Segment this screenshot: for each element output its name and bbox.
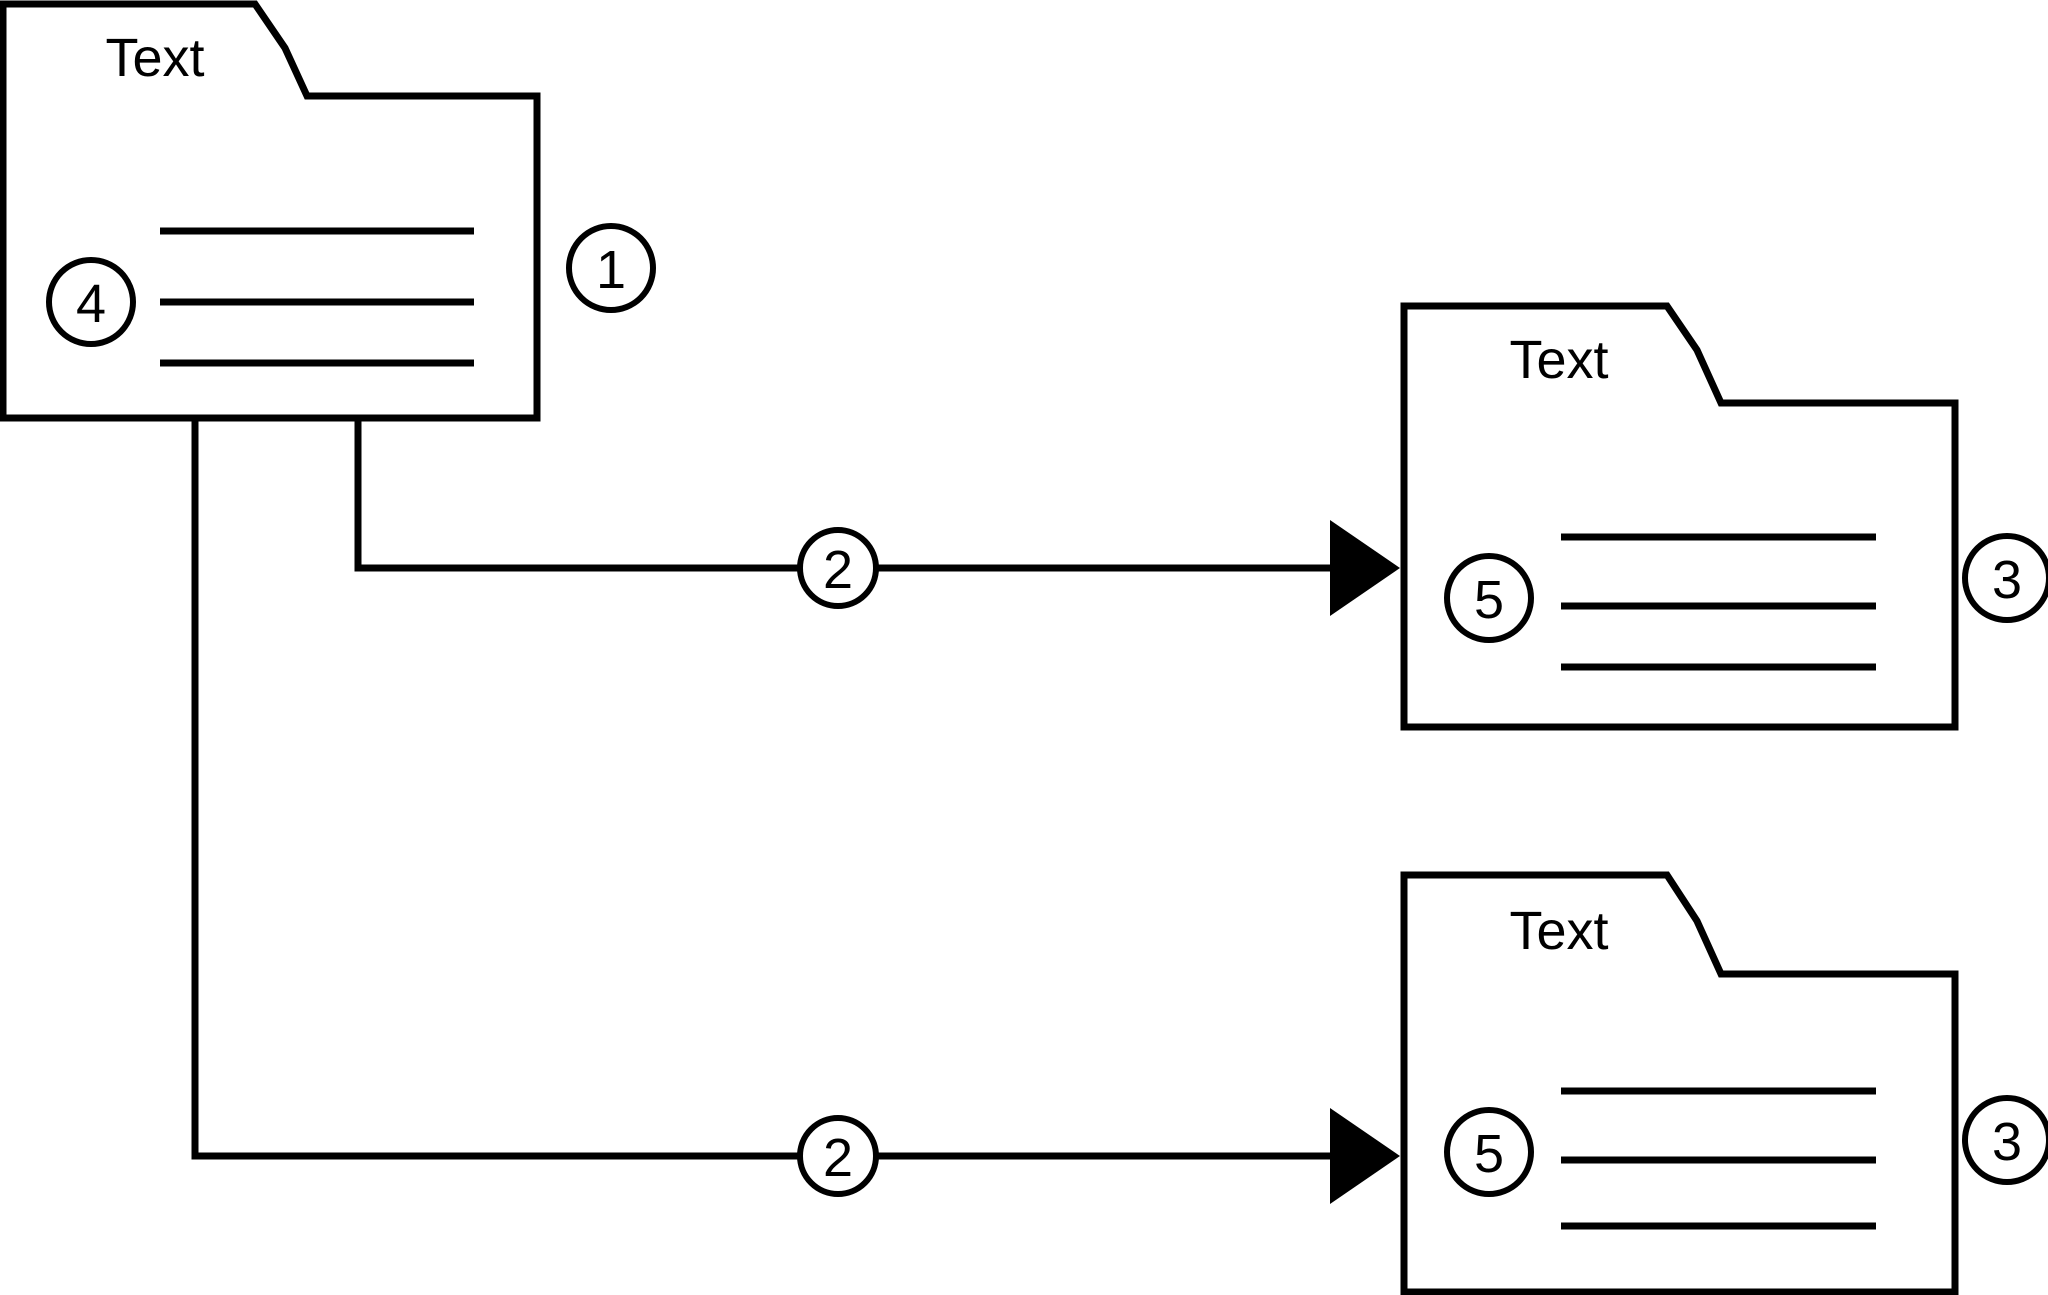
arrowhead-bottom (1330, 1108, 1400, 1204)
marker-three-bottom-label: 3 (1992, 1112, 2022, 1172)
source-folder-label: Text (105, 28, 204, 88)
marker-five-top-circle (1444, 553, 1534, 643)
source-folder-shape (0, 0, 541, 422)
marker-five-bottom-circle (1444, 1107, 1534, 1197)
marker-four-label: 4 (76, 274, 106, 334)
marker-three-top-label: 3 (1992, 550, 2022, 610)
target-folder-top-label: Text (1509, 330, 1608, 390)
marker-two-bottom-circle (797, 1115, 879, 1197)
marker-four[interactable]: 4 (46, 257, 136, 347)
marker-three-top-circle (1962, 533, 2048, 623)
marker-three-top[interactable]: 3 (1962, 533, 2048, 623)
target-folder-bottom-label: Text (1509, 901, 1608, 961)
marker-five-bottom[interactable]: 5 (1444, 1107, 1534, 1197)
connector-top-branch[interactable] (354, 418, 1365, 572)
marker-five-top-label: 5 (1474, 570, 1504, 630)
marker-one[interactable]: 1 (566, 223, 656, 313)
marker-two-bottom-label: 2 (823, 1128, 853, 1188)
connector-bottom-branch[interactable] (191, 418, 1365, 1160)
marker-one-label: 1 (596, 240, 626, 300)
marker-one-circle (566, 223, 656, 313)
marker-two-top[interactable]: 2 (797, 527, 879, 609)
marker-two-bottom[interactable]: 2 (797, 1115, 879, 1197)
source-folder[interactable]: Text (0, 0, 541, 422)
marker-two-top-label: 2 (823, 540, 853, 600)
marker-five-bottom-label: 5 (1474, 1124, 1504, 1184)
target-folder-bottom[interactable]: Text (1400, 871, 1959, 1295)
marker-three-bottom[interactable]: 3 (1962, 1095, 2048, 1185)
target-folder-top[interactable]: Text (1400, 302, 1959, 731)
target-folder-bottom-shape (1400, 871, 1959, 1295)
marker-three-bottom-circle (1962, 1095, 2048, 1185)
marker-four-circle (46, 257, 136, 347)
target-folder-top-shape (1400, 302, 1959, 731)
marker-two-top-circle (797, 527, 879, 609)
arrowhead-top (1330, 520, 1400, 616)
marker-five-top[interactable]: 5 (1444, 553, 1534, 643)
